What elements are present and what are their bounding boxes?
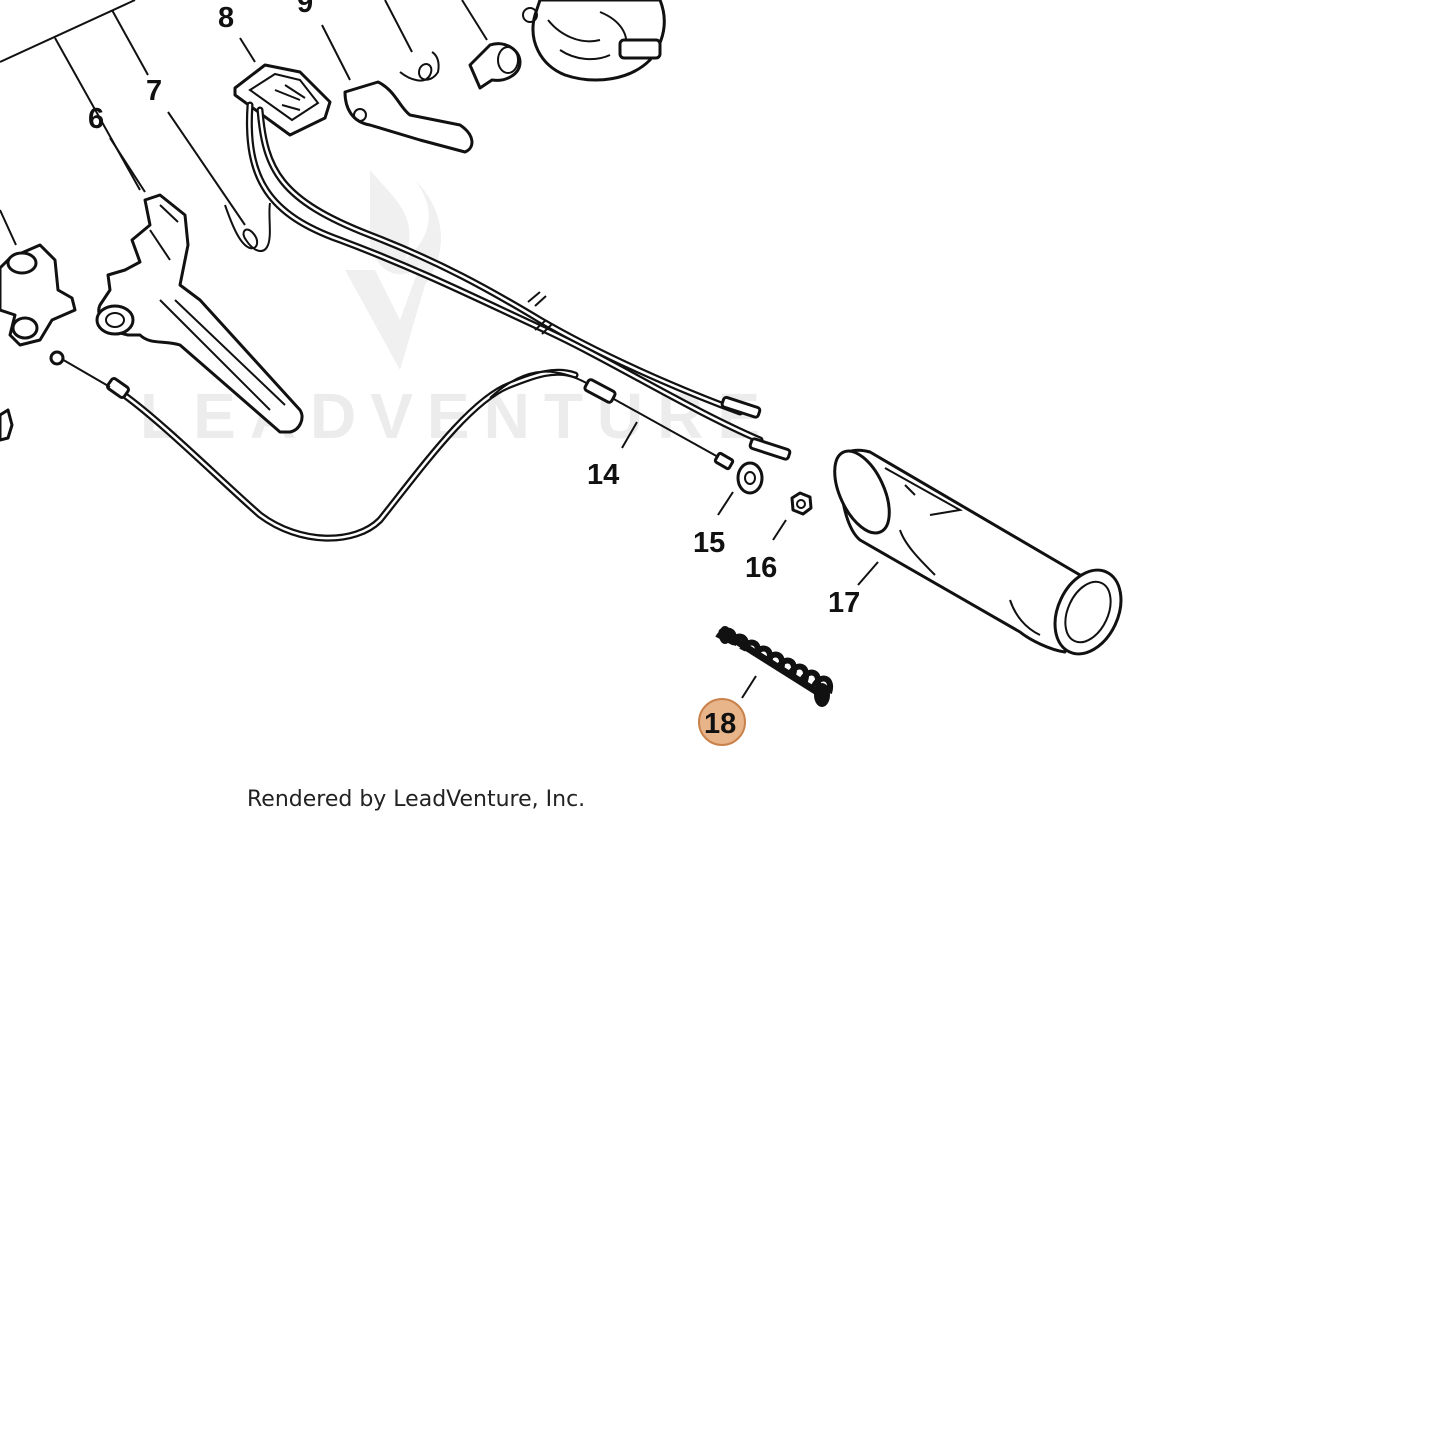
- compression-spring-part-18: [715, 626, 834, 707]
- nut-part-16: [790, 491, 813, 516]
- handle-housing-part: [522, 0, 666, 82]
- callout-7[interactable]: 7: [146, 75, 162, 107]
- throttle-lever-part-6: [95, 193, 304, 434]
- callout-17[interactable]: 17: [828, 587, 860, 619]
- nut-part-15: [736, 461, 764, 495]
- callout-16[interactable]: 16: [745, 552, 777, 584]
- partial-part-left-edge: [0, 408, 14, 442]
- callout-15[interactable]: 15: [693, 527, 725, 559]
- callout-14[interactable]: 14: [587, 459, 619, 491]
- handle-grip-part-17: [833, 448, 1123, 656]
- switch-part-8: [233, 63, 332, 137]
- switch-wires: [245, 101, 792, 461]
- callout-6[interactable]: 6: [88, 103, 104, 135]
- callouts: 6 7 8 9 14 15 16 17 18: [88, 0, 860, 746]
- trigger-lever-part: [343, 80, 474, 154]
- torsion-spring-9: [399, 51, 440, 82]
- callout-18-highlight[interactable]: 18: [698, 698, 746, 746]
- highlight-circle: [698, 698, 746, 746]
- watermark-logo: [345, 170, 442, 370]
- torsion-spring-7: [224, 202, 271, 252]
- top-leaders: [0, 0, 488, 246]
- clamp-part: [0, 243, 77, 347]
- credit-text: Rendered by LeadVenture, Inc.: [247, 787, 585, 812]
- watermark: LEADVENTURE: [140, 170, 760, 452]
- callout-9[interactable]: 9: [297, 0, 313, 19]
- lever-knob-part: [468, 42, 522, 90]
- callout-leaders: [621, 421, 879, 699]
- callout-18[interactable]: 18: [704, 708, 736, 740]
- throttle-cable-part-14: [49, 350, 735, 542]
- callout-8[interactable]: 8: [218, 2, 234, 34]
